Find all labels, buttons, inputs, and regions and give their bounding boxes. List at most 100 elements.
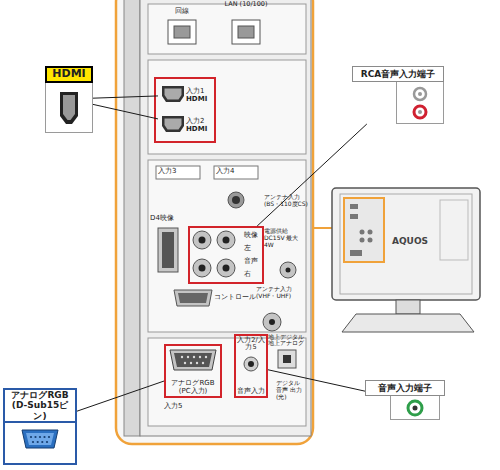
rca-callout: RCA音声入力端子 — [352, 66, 444, 124]
rca-icon-red — [414, 106, 426, 118]
panel-section — [148, 160, 306, 332]
connector-label: 入力2/入力5 — [236, 337, 266, 352]
connector-label: アナログRGB (PC入力) — [166, 379, 220, 395]
panel-body — [140, 0, 311, 436]
vga-pin — [37, 441, 39, 443]
vga-pin — [46, 441, 48, 443]
leader-line — [77, 381, 164, 411]
mini-port — [368, 238, 373, 243]
hdmi-callout: HDMI — [45, 66, 93, 132]
icon-frame — [390, 396, 440, 420]
vga-pin — [41, 441, 43, 443]
vga-pin — [30, 436, 32, 438]
callout-title: アナログRGB (D-Sub15ピン) — [3, 388, 77, 423]
audio-callout: 音声入力端子 — [365, 380, 445, 420]
dsub-pin — [190, 362, 192, 364]
mini-port — [350, 250, 362, 256]
highlight-outline — [155, 78, 215, 142]
audio-jack-hole — [248, 361, 254, 367]
panel-marking: 入力4 — [216, 167, 246, 175]
mini-port — [360, 230, 365, 235]
icon-frame — [396, 82, 444, 124]
s-video-jack — [228, 192, 244, 208]
mini-port — [350, 214, 358, 219]
rca-icon-white — [414, 88, 426, 100]
rca-jack-group: 映像左音声右 — [188, 226, 264, 284]
brand-logo: AQUOS — [370, 236, 450, 246]
dsub-pin — [205, 356, 207, 358]
mini-port — [360, 238, 365, 243]
panel-marking: D4映像 — [150, 214, 190, 222]
optical-output — [278, 350, 296, 368]
vga-pin — [32, 441, 34, 443]
control-connector-inner — [178, 293, 208, 303]
dsub-group: アナログRGB (PC入力) — [164, 344, 222, 398]
dsub-pin — [184, 362, 186, 364]
port-label: 入力1 — [186, 87, 204, 95]
tv-body — [332, 188, 480, 300]
connector-label: 音声入力 — [237, 388, 265, 395]
connector-label: 音声 — [244, 257, 258, 265]
panel-marking: デジタル 音声 出力 (光) — [276, 380, 304, 401]
hdmi-port: 入力2HDMI — [158, 112, 212, 138]
dsub15-connector — [170, 350, 216, 370]
leader-line — [93, 104, 158, 119]
rca-jack-hole — [223, 265, 230, 272]
rca-jack-hole — [223, 237, 230, 244]
rgb-callout: アナログRGB (D-Sub15ピン) — [3, 388, 77, 460]
icon-frame — [45, 83, 93, 133]
antenna-connector — [263, 313, 281, 331]
panel-marking: アンテナ入力 (VHF・UHF) — [256, 286, 306, 300]
zoom-area — [344, 198, 384, 262]
vga-pin — [39, 436, 41, 438]
dsub15-connector-inner — [174, 353, 212, 367]
panel-marking: 回線 — [166, 7, 198, 15]
vga-icon-inner — [26, 433, 54, 445]
zoom-frame — [116, 0, 313, 444]
connector-label: 右 — [244, 270, 251, 278]
panel-marking: 地上デジタル 地上アナログ — [268, 334, 306, 347]
hdmi-socket-inner — [165, 119, 182, 130]
vga-pin — [48, 436, 50, 438]
vga-pin — [34, 436, 36, 438]
input-tab — [214, 166, 258, 179]
input-tab — [156, 166, 200, 179]
control-connector — [174, 290, 212, 306]
audio-jack — [244, 357, 258, 371]
leader-line — [93, 96, 158, 98]
audio-jack-icon-hole — [413, 406, 418, 411]
callout-title: HDMI — [45, 66, 93, 83]
panel-marking: コントロール — [214, 294, 256, 301]
tv-vent — [440, 200, 468, 260]
tv-stand-base — [342, 314, 474, 332]
panel-marking: アンテナ入力 (BS・110度CS) — [264, 194, 308, 208]
audio-jack-icon — [408, 401, 422, 415]
dsub-pin — [196, 362, 198, 364]
port-label: HDMI — [186, 95, 207, 103]
dsub-pin — [187, 356, 189, 358]
mini-port — [368, 230, 373, 235]
rca-icon-hole — [418, 92, 422, 96]
dsub-pin — [181, 356, 183, 358]
rca-jack-hole — [199, 237, 206, 244]
port-label: 入力2 — [186, 117, 204, 125]
antenna-connector — [280, 262, 296, 278]
panel-section — [148, 60, 306, 154]
d4-connector — [158, 228, 178, 272]
rca-jack — [217, 259, 235, 277]
callout-title: 音声入力端子 — [365, 380, 445, 396]
hdmi-icon-inner — [63, 95, 75, 120]
rca-icon-hole — [418, 110, 422, 114]
hdmi-icon — [60, 92, 78, 124]
modular-jack — [232, 20, 260, 44]
vga-pin — [43, 436, 45, 438]
modular-jack-hole — [238, 26, 254, 38]
rca-jack — [217, 231, 235, 249]
hdmi-socket — [162, 86, 184, 102]
connector-label: 左 — [244, 244, 251, 252]
panel-side — [124, 0, 140, 436]
hdmi-socket — [162, 116, 184, 132]
vga-icon — [22, 430, 58, 448]
